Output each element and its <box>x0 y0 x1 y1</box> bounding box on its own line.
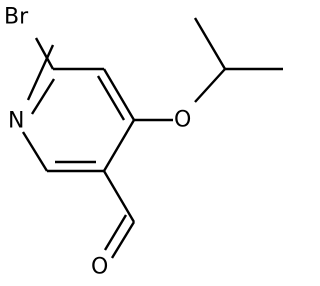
bond-c2-br <box>34 37 55 70</box>
bond-c4-c3-inner <box>96 75 126 121</box>
bond-c2-n1-inner <box>30 78 56 115</box>
ether-oxygen-label: O <box>174 108 191 133</box>
bond-o-ch <box>194 68 226 103</box>
molecule-structure: Br N O O <box>4 5 283 280</box>
bond-n1-c6 <box>21 131 49 172</box>
nitrogen-label: N <box>8 109 24 134</box>
bond-cho-o-outer <box>110 221 136 259</box>
bond-ch-methyl-upper <box>193 17 227 70</box>
bond-c5-cho <box>102 170 136 223</box>
bond-c2-n1 <box>26 44 55 101</box>
bromine-label: Br <box>4 5 29 30</box>
bond-c5-c4 <box>102 119 136 172</box>
bond-c4-c3 <box>102 68 136 121</box>
aldehyde-oxygen-label: O <box>91 255 108 280</box>
bond-cho-o-inner <box>103 214 128 251</box>
